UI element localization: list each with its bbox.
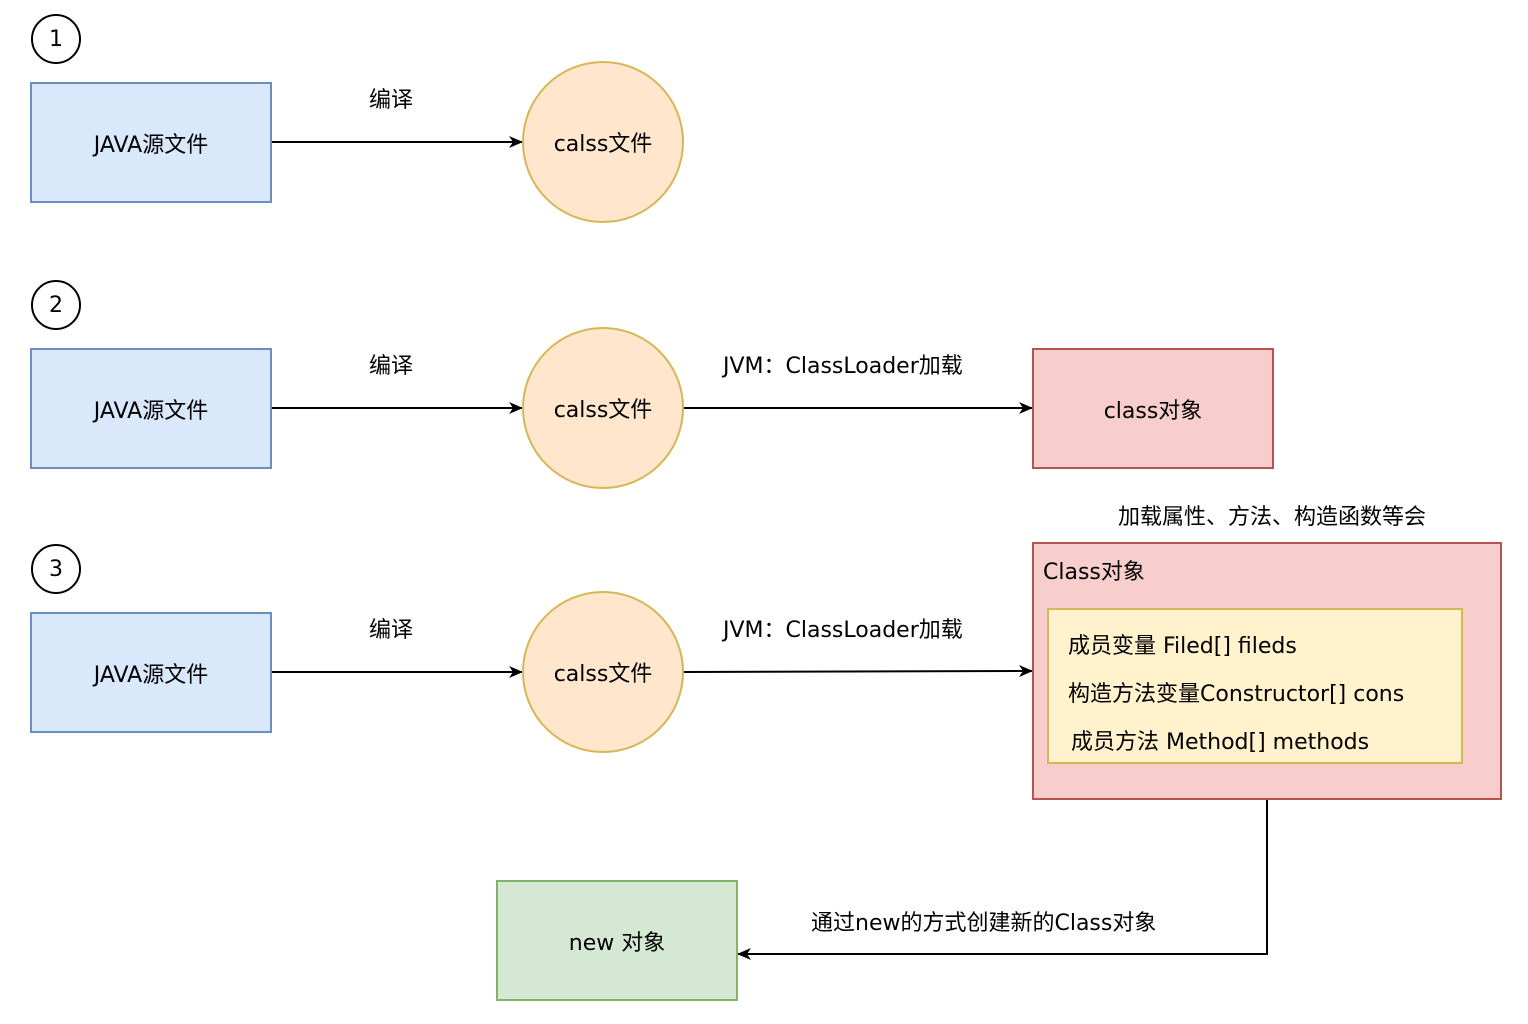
arrow-load-3: [683, 665, 1033, 678]
step-3-marker: 3: [31, 544, 81, 594]
member-constructors: 构造方法变量Constructor[] cons: [1068, 682, 1405, 707]
class-object-node-2: class对象: [1032, 348, 1274, 469]
java-source-node-2: JAVA源文件: [30, 348, 272, 469]
new-object-node: new 对象: [496, 880, 738, 1001]
calss-file-node-3: calss文件: [522, 591, 684, 753]
member-methods: 成员方法 Method[] methods: [1071, 730, 1370, 755]
load-note-label: 加载属性、方法、构造函数等会: [1118, 505, 1427, 530]
compile-label-2: 编译: [369, 354, 414, 379]
compile-label-3: 编译: [369, 618, 414, 643]
compile-label-1: 编译: [369, 88, 414, 113]
step-1-marker: 1: [31, 14, 81, 64]
arrow-new: [737, 800, 1268, 960]
calss-file-node-2: calss文件: [522, 327, 684, 489]
class-object-container: Class对象 成员变量 Filed[] fileds 构造方法变量Constr…: [1032, 542, 1502, 800]
step-2-marker: 2: [31, 280, 81, 330]
new-label: 通过new的方式创建新的Class对象: [811, 911, 1157, 936]
calss-file-node-1: calss文件: [522, 61, 684, 223]
java-source-node-3: JAVA源文件: [30, 612, 272, 733]
class-object-title: Class对象: [1043, 560, 1145, 585]
class-members-box: 成员变量 Filed[] fileds 构造方法变量Constructor[] …: [1047, 608, 1463, 764]
classloader-label-2: JVM：ClassLoader加载: [723, 354, 963, 379]
classloader-label-3: JVM：ClassLoader加载: [723, 618, 963, 643]
member-fields: 成员变量 Filed[] fileds: [1068, 634, 1297, 659]
java-source-node-1: JAVA源文件: [30, 82, 272, 203]
